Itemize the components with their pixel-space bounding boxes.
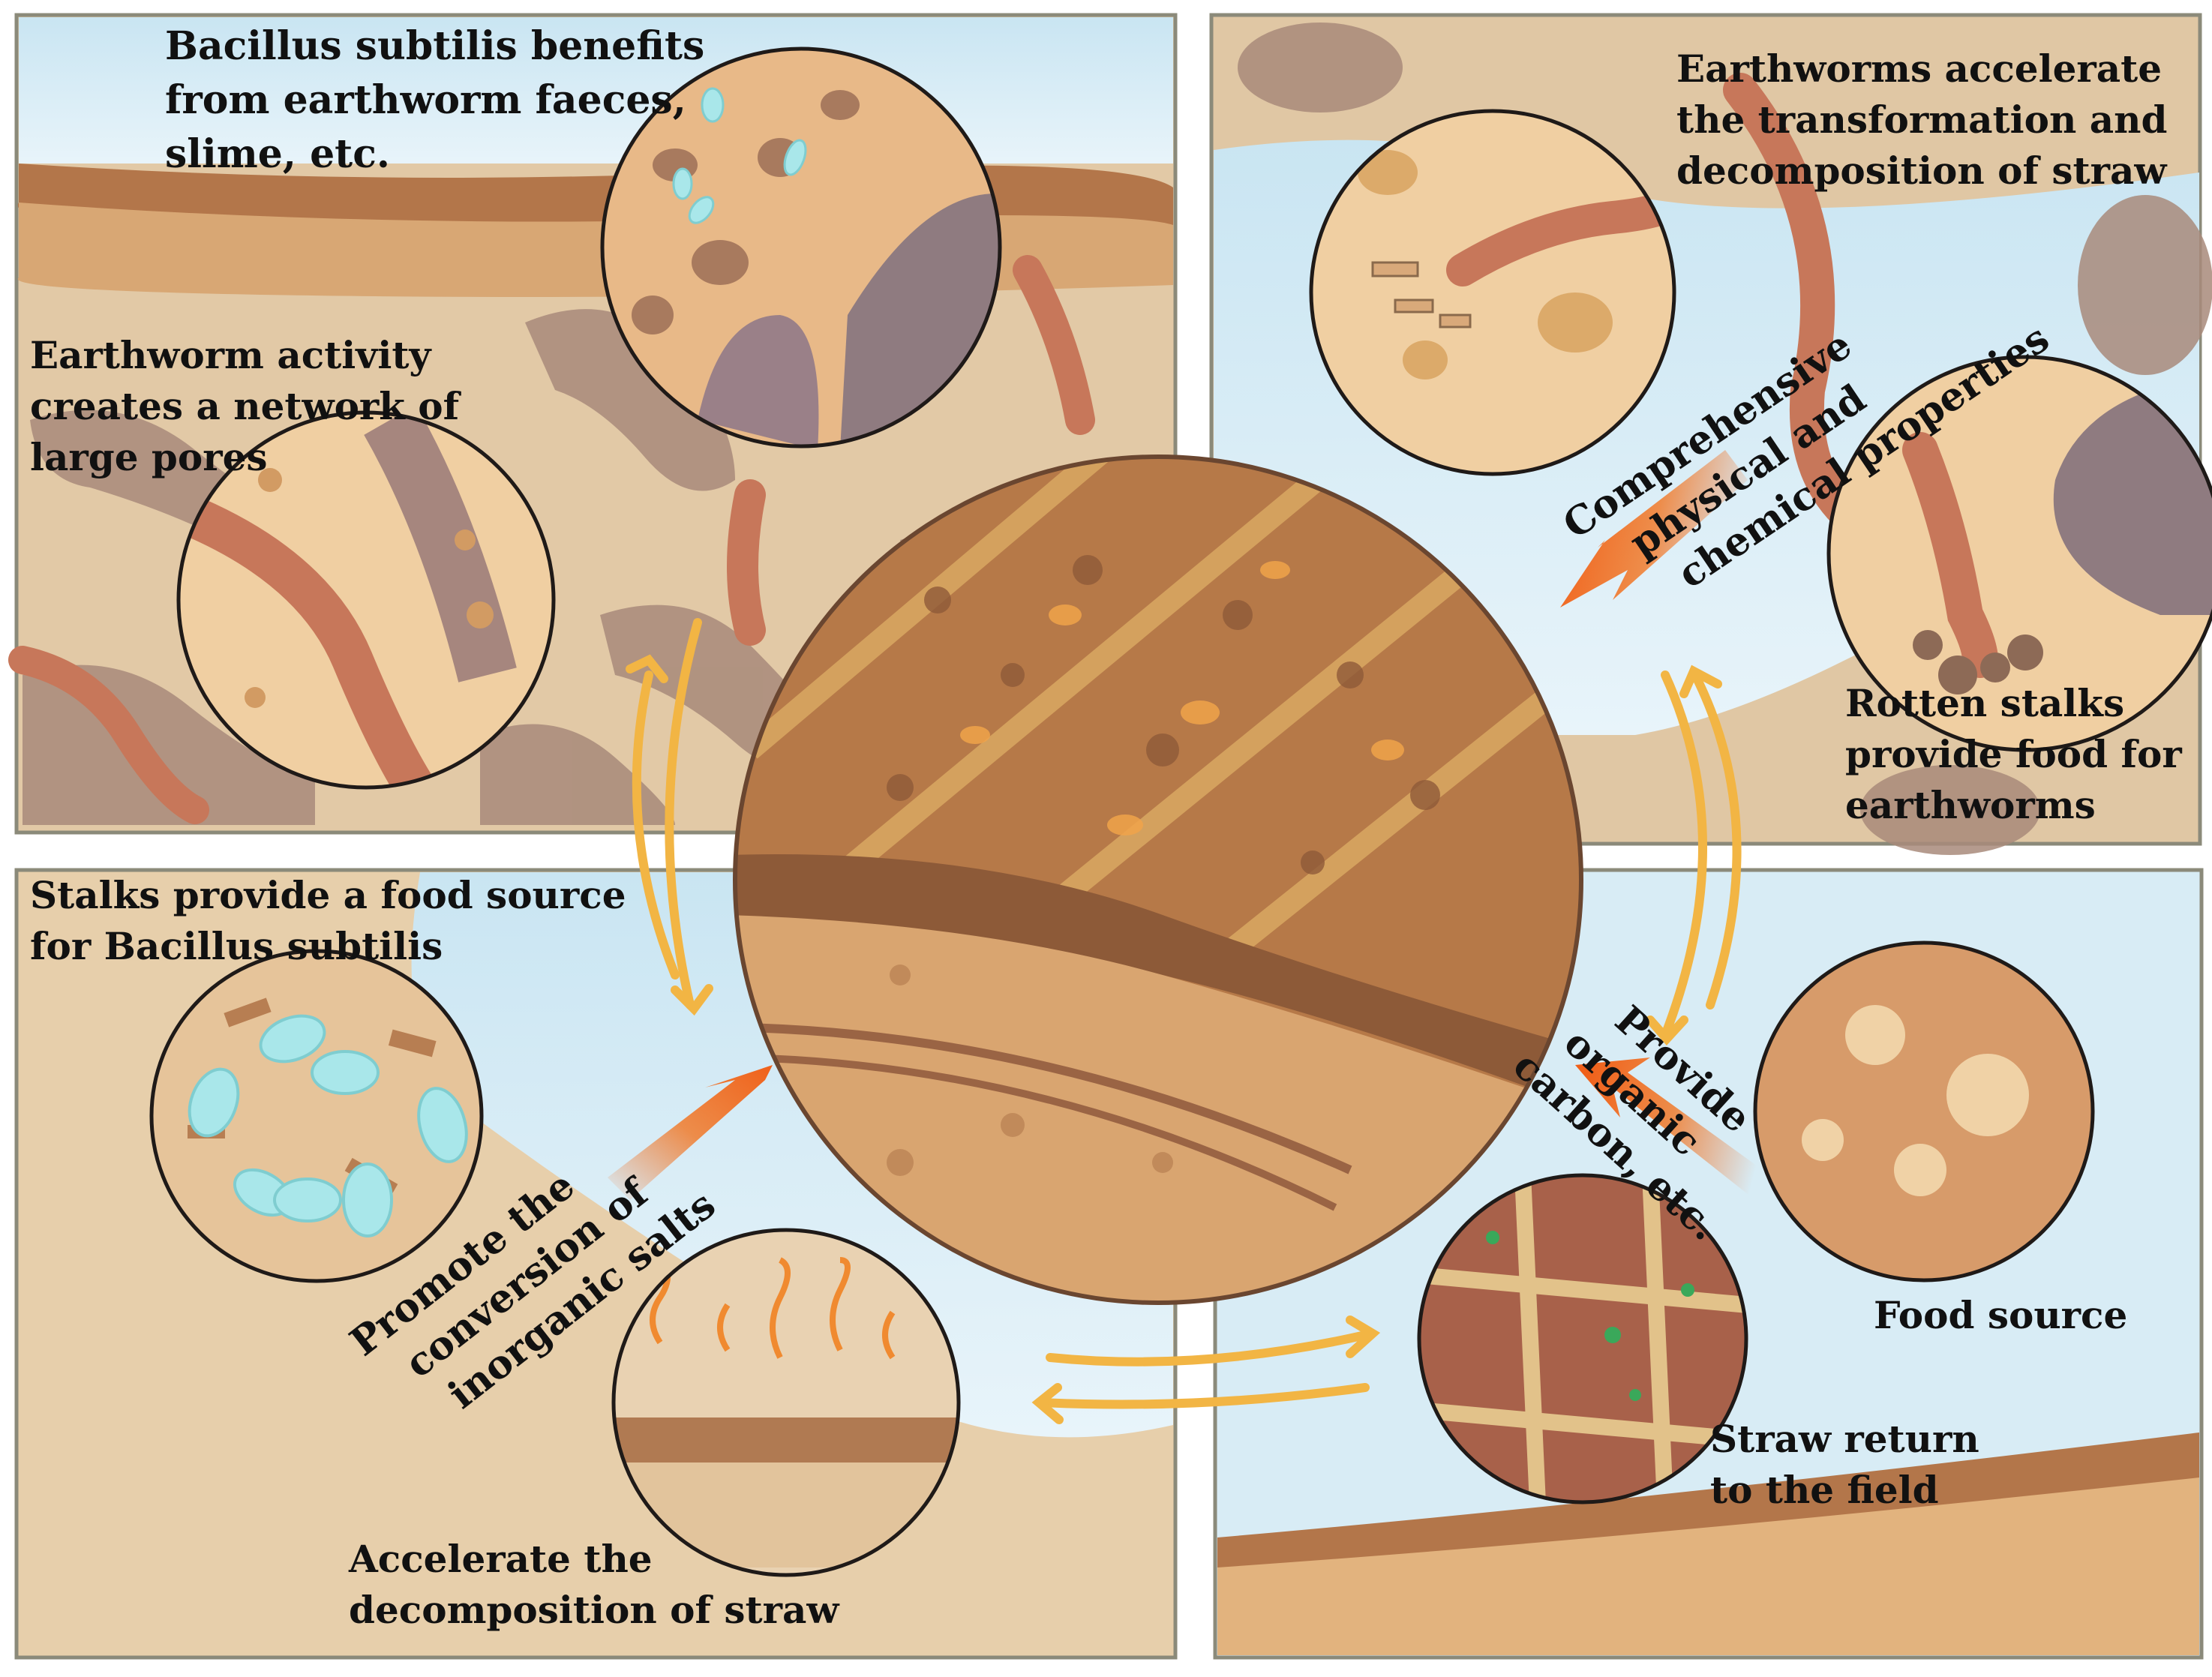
stalks-food-source-note: Stalks provide a food source for Bacillu… [30, 873, 626, 968]
panel-top-left [8, 13, 1178, 835]
earthworms-accelerate-note: Earthworms accelerate the transformation… [1676, 46, 2168, 193]
arrow-down-left [665, 618, 702, 1010]
straw-return-note: Straw return to the field [1710, 1417, 1979, 1512]
flux-arrow-bottom-right [1575, 1058, 1763, 1200]
arrow-down-right [1661, 670, 1707, 1040]
cycle-arrows [626, 618, 1742, 1424]
arrow-up-right [1691, 670, 1742, 1010]
flux-arrow-top-right [1560, 450, 1748, 608]
earthworm-activity-note: Earthworm activity creates a network of … [30, 333, 460, 479]
bacillus-benefits-note: Bacillus subtilis benefits from earthwor… [165, 23, 705, 177]
arrow-right-bottom [1046, 1330, 1370, 1366]
arrow-left-bottom [1038, 1383, 1370, 1409]
flux-arrow-bottom-left [608, 1065, 773, 1200]
accelerate-decomposition-note: Accelerate the decomposition of straw [349, 1537, 839, 1632]
food-source-label: Food source [1874, 1293, 2128, 1337]
arrow-up-left [632, 670, 680, 980]
central-soil-circle [733, 454, 1583, 1305]
rotten-stalks-note: Rotten stalks provide food for earthworm… [1845, 681, 2182, 827]
flux-arrows [608, 450, 1763, 1200]
